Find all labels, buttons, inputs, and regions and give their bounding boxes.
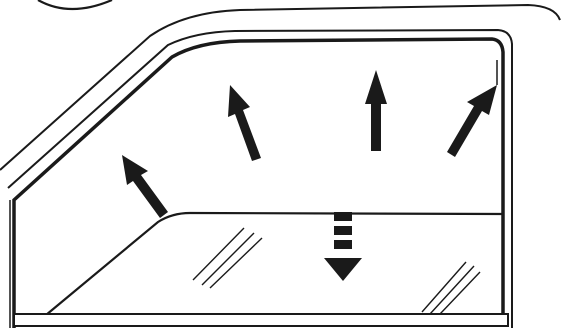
door-inner-frame-line [7, 28, 513, 328]
glass-reflection-left [192, 227, 263, 289]
glass-reflection-right [421, 261, 481, 315]
upward-arrow-2-icon [228, 85, 261, 161]
glass-top-edge [45, 211, 504, 316]
upward-arrow-1-icon [122, 155, 168, 218]
upward-arrow-3-icon [365, 70, 387, 151]
downward-dashed-arrow-icon [324, 212, 362, 281]
door-sill-strip [13, 313, 509, 327]
window-frame [12, 37, 505, 328]
upward-arrow-4-icon [447, 85, 497, 157]
side-mirror-outline [37, 0, 113, 10]
door-outer-frame [0, 3, 561, 171]
